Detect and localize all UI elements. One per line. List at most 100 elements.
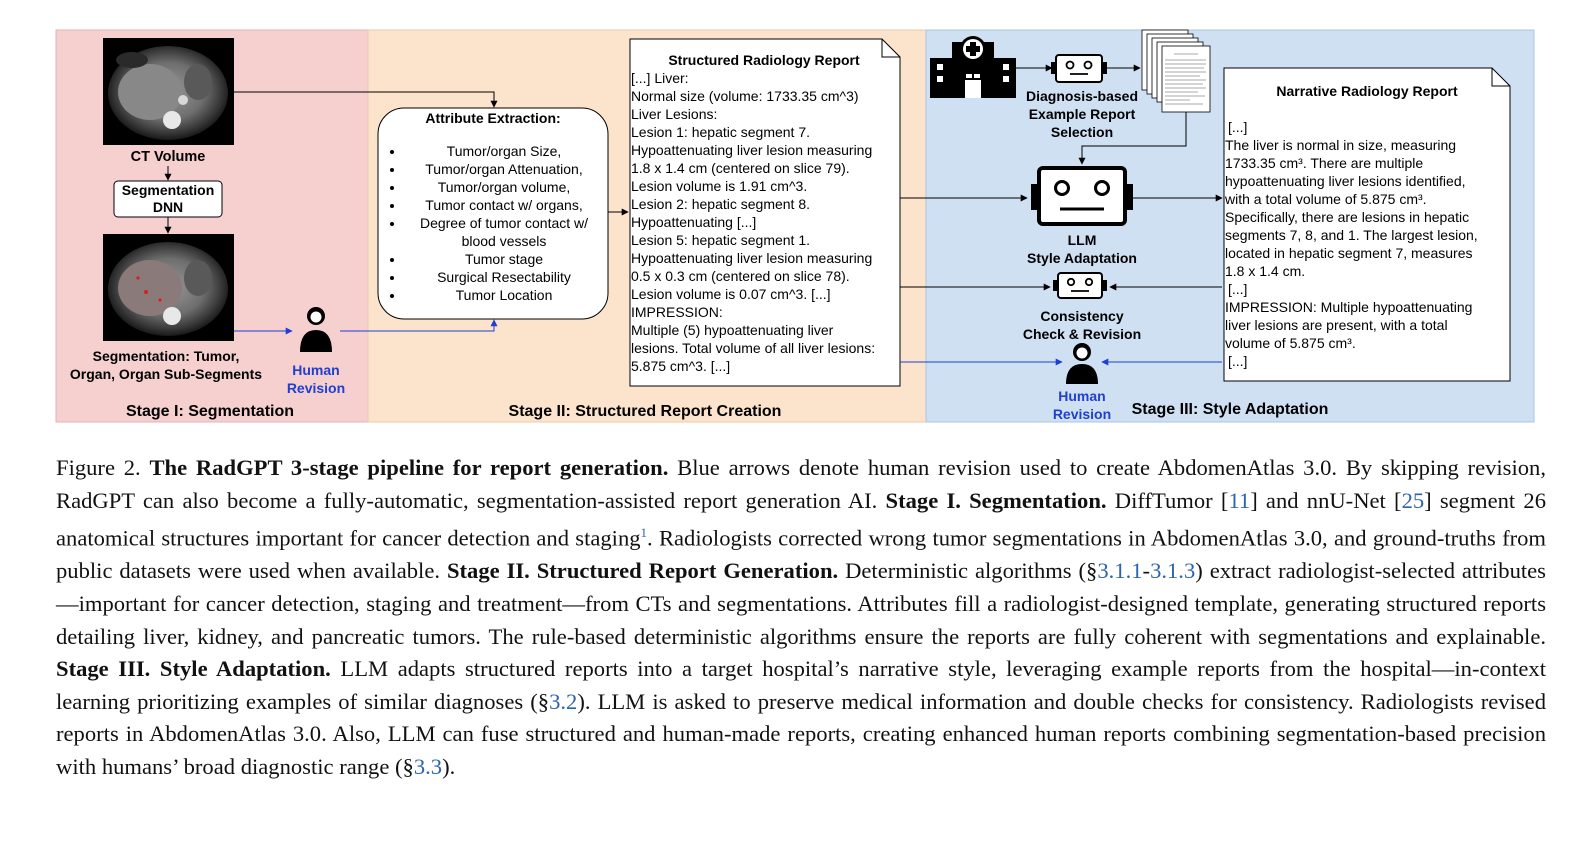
bullet-icon xyxy=(390,168,394,172)
citation-link[interactable]: 25 xyxy=(1401,487,1425,513)
selection-label-1: Diagnosis-based xyxy=(1026,88,1138,104)
caption-text-4: ] segment 26 anatomical structures impor… xyxy=(56,487,1546,551)
consistency-robot-icon xyxy=(1053,272,1107,299)
selection-label-2: Example Report xyxy=(1029,106,1136,122)
structured-report-line: lesions. Total volume of all liver lesio… xyxy=(631,340,875,356)
llm-label-1: LLM xyxy=(1068,232,1097,248)
caption-stage1-heading: Stage I. Segmentation. xyxy=(885,487,1107,513)
caption-bold-title: The RadGPT 3-stage pipeline for report g… xyxy=(149,455,669,480)
narrative-report-line: volume of 5.875 cm³. xyxy=(1225,335,1356,351)
human-revision-label-stage1-a: Human xyxy=(292,362,339,378)
human-revision-label-stage3-b: Revision xyxy=(1053,406,1111,422)
selector-robot-icon xyxy=(1051,54,1107,83)
section-link[interactable]: 3.1.1 xyxy=(1097,558,1143,584)
caption-text-9: LLM adapts structured reports into a tar… xyxy=(56,656,1546,714)
structured-report-line: Hypoattenuating liver lesion measuring xyxy=(631,142,872,158)
caption-text-5: . Radiologists corrected wrong tumor seg… xyxy=(56,525,1547,584)
caption-stage2-heading: Stage II. Structured Report Generation. xyxy=(446,558,839,584)
segmentation-output-label-2: Organ, Organ Sub-Segments xyxy=(70,366,262,382)
figure-caption: Figure 2. The RadGPT 3-stage pipeline fo… xyxy=(56,452,1546,783)
narrative-report-title: Narrative Radiology Report xyxy=(1276,83,1458,99)
attribute-item: Tumor/organ volume, xyxy=(438,179,571,195)
narrative-report-line: Specifically, there are lesions in hepat… xyxy=(1225,209,1469,225)
attribute-item: blood vessels xyxy=(462,233,547,249)
section-link[interactable]: 3.3 xyxy=(413,753,443,779)
structured-report-line: Normal size (volume: 1733.35 cm^3) xyxy=(631,88,859,104)
narrative-report-line: IMPRESSION: Multiple hypoattenuating xyxy=(1225,299,1472,315)
narrative-report-line: segments 7, 8, and 1. The largest lesion… xyxy=(1225,227,1478,243)
human-revision-label-stage1-b: Revision xyxy=(287,380,345,396)
segmentation-dnn-label-1: Segmentation xyxy=(122,182,215,198)
structured-report-line: Lesion 2: hepatic segment 8. xyxy=(631,196,810,212)
caption-text-8: ) extract radiologist-selected attribute… xyxy=(56,558,1546,649)
structured-report-line: Lesion volume is 0.07 cm^3. [...] xyxy=(631,286,831,302)
narrative-report-doc xyxy=(1223,67,1511,382)
structured-report-line: Hypoattenuating liver lesion measuring xyxy=(631,250,872,266)
bullet-icon xyxy=(390,294,394,298)
ct-volume-label: CT Volume xyxy=(131,149,206,165)
human-revision-icon-stage3 xyxy=(1066,343,1098,384)
consistency-label-2: Check & Revision xyxy=(1023,326,1141,342)
narrative-report-line: with a total volume of 5.875 cm³. xyxy=(1224,191,1427,207)
narrative-report-line: hypoattenuating liver lesions identified… xyxy=(1225,173,1466,189)
attribute-item: Tumor/organ Attenuation, xyxy=(425,161,582,177)
narrative-report-body: [...] The liver is normal in size, measur… xyxy=(1224,119,1478,369)
narrative-report-line: located in hepatic segment 7, measures xyxy=(1225,245,1472,261)
structured-report-line: [...] Liver: xyxy=(631,70,689,86)
structured-report-line: Lesion 5: hepatic segment 1. xyxy=(631,232,810,248)
caption-figure-number: Figure 2. xyxy=(56,455,150,480)
attribute-list: Tumor/organ Size, Tumor/organ Attenuation… xyxy=(390,143,588,303)
attribute-item: Tumor/organ Size, xyxy=(447,143,562,159)
stage3-title: Stage III: Style Adaptation xyxy=(1132,401,1329,418)
narrative-report-line: [...] xyxy=(1228,119,1247,135)
narrative-report-line: The liver is normal in size, measuring xyxy=(1225,137,1456,153)
bullet-icon xyxy=(390,186,394,190)
bullet-icon xyxy=(390,222,394,226)
selection-label-3: Selection xyxy=(1051,124,1113,140)
structured-report-title: Structured Radiology Report xyxy=(668,52,860,68)
stage1-title: Stage I: Segmentation xyxy=(126,403,294,420)
llm-label-2: Style Adaptation xyxy=(1027,250,1137,266)
segmentation-dnn-label-2: DNN xyxy=(153,199,183,215)
structured-report-line: Multiple (5) hypoattenuating liver xyxy=(631,322,834,338)
structured-report-line: Lesion volume is 1.91 cm^3. xyxy=(631,178,807,194)
caption-text-2: DiffTumor [ xyxy=(1106,487,1229,513)
segmentation-output-label-1: Segmentation: Tumor, xyxy=(93,348,240,364)
attribute-item: Tumor stage xyxy=(465,251,543,267)
human-revision-icon-stage1 xyxy=(300,307,332,352)
caption-text-10: ). LLM is asked to preserve medical info… xyxy=(56,688,1546,779)
structured-report-line: 1.8 x 1.4 cm (centered on slice 79). xyxy=(631,160,850,176)
section-link[interactable]: 3.1.3 xyxy=(1150,558,1196,584)
citation-link[interactable]: 11 xyxy=(1228,487,1251,513)
structured-report-body: [...] Liver: Normal size (volume: 1733.35… xyxy=(631,70,875,374)
structured-report-doc xyxy=(629,38,901,387)
caption-text-1: Blue arrows denote human revision used t… xyxy=(56,455,1546,513)
section-link[interactable]: 3.2 xyxy=(549,688,578,714)
attribute-item: Tumor contact w/ organs, xyxy=(425,197,582,213)
bullet-icon xyxy=(390,204,394,208)
structured-report-line: Lesion 1: hepatic segment 7. xyxy=(631,124,810,140)
ct-volume-image xyxy=(103,38,234,145)
bullet-icon xyxy=(390,276,394,280)
footnote-link[interactable]: 1 xyxy=(640,525,648,541)
caption-text-7: - xyxy=(1142,558,1151,584)
structured-report-line: IMPRESSION: xyxy=(631,304,723,320)
structured-report-line: Liver Lesions: xyxy=(631,106,717,122)
pipeline-diagram: CT Volume Segmentation DNN Segmentation:… xyxy=(55,29,1535,423)
structured-report-line: 0.5 x 0.3 cm (centered on slice 78). xyxy=(631,268,850,284)
example-reports-stack-icon xyxy=(1141,29,1211,113)
caption-text-6: Deterministic algorithms (§ xyxy=(838,558,1098,584)
attribute-extraction-box xyxy=(377,107,609,320)
narrative-report-line: [...] xyxy=(1228,281,1247,297)
hospital-icon xyxy=(930,36,1016,98)
attribute-extraction-title: Attribute Extraction: xyxy=(425,110,560,126)
llm-robot-icon xyxy=(1031,166,1133,226)
caption-text-11: ). xyxy=(442,753,456,779)
bullet-icon xyxy=(390,258,394,262)
caption-text-3: ] and nnU-Net [ xyxy=(1250,487,1402,513)
human-revision-label-stage3-a: Human xyxy=(1058,388,1105,404)
attribute-item: Degree of tumor contact w/ xyxy=(420,215,588,231)
segmentation-output-image xyxy=(103,234,234,341)
narrative-report-line: 1733.35 cm³. There are multiple xyxy=(1225,155,1423,171)
narrative-report-line: 1.8 x 1.4 cm. xyxy=(1225,263,1305,279)
